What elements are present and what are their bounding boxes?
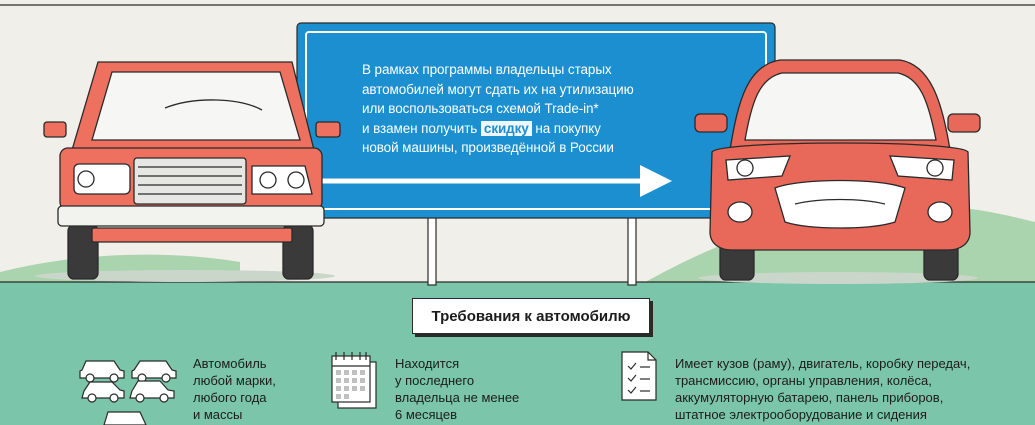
requirement-line: Имеет кузов (раму), двигатель, коробку п…: [675, 356, 971, 371]
requirement-line: аккумуляторную батарею, панель приборов,: [675, 390, 944, 405]
requirement-line: любого года: [193, 390, 267, 405]
requirement-line: штатное электрооборудование и сидения: [675, 407, 927, 422]
sign-line-1: В рамках программы владельцы старых: [362, 62, 612, 77]
requirement-completeness: Имеет кузов (раму), двигатель, коробку п…: [675, 355, 970, 423]
requirement-line: Автомобиль: [193, 356, 267, 371]
sign-line-5: новой машины, произведённой в России: [362, 140, 614, 155]
sign-line-2: автомобилей могут сдать их на утилизацию: [362, 81, 634, 97]
requirement-any-car: Автомобиль любой марки, любого года и ма…: [193, 355, 276, 423]
requirement-line: владельца не менее: [395, 390, 520, 405]
requirement-line: и массы: [193, 407, 243, 422]
new-car-illustration: [694, 59, 981, 284]
arrow-right-icon: [640, 165, 672, 197]
sign-message: В рамках программы владельцы старых авто…: [362, 60, 662, 158]
requirement-ownership: Находится у последнего владельца не мене…: [395, 355, 519, 423]
requirement-line: любой марки,: [193, 373, 276, 388]
requirement-line: трансмиссию, органы управления, колёса,: [675, 373, 932, 388]
requirement-line: Находится: [395, 356, 460, 371]
requirement-line: у последнего: [395, 373, 475, 388]
old-car-illustration: [35, 61, 341, 282]
checklist-icon: [621, 351, 657, 401]
requirement-line: 6 месяцев: [395, 407, 457, 422]
sign-line-4-start: и взамен получить: [362, 120, 478, 136]
calendar-icon: [331, 352, 377, 409]
sign-line-4: и взамен получить скидку на покупку: [362, 119, 662, 139]
sign-line-3: или воспользоваться схемой Trade-in*: [362, 101, 599, 116]
requirements-heading: Требования к автомобилю: [412, 298, 650, 334]
sign-line-4-end: на покупку: [535, 120, 601, 136]
cars-icon: [79, 360, 177, 425]
discount-highlight: скидку: [480, 120, 532, 136]
